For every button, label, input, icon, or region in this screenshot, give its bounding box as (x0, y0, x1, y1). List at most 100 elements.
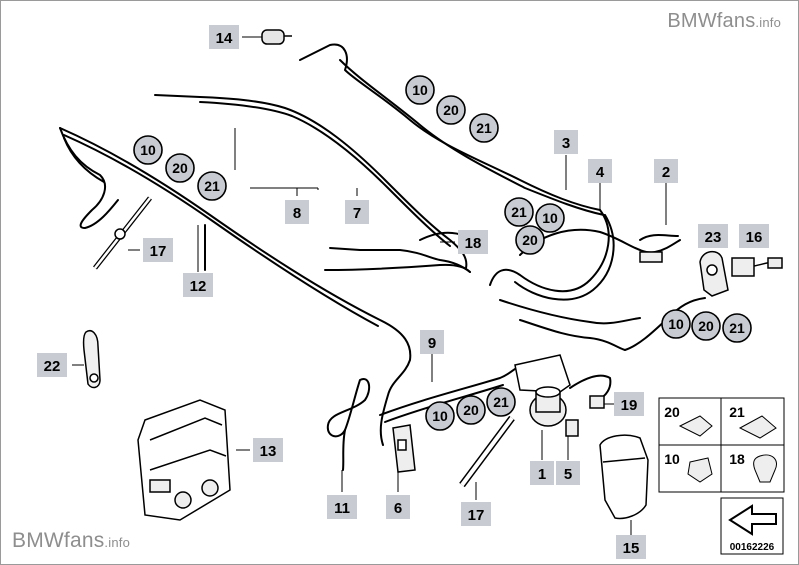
label-box (739, 224, 769, 248)
legend-label-c10: 10 (664, 451, 680, 467)
part-1-pump (514, 354, 571, 427)
ref-circle-text: 21 (493, 394, 509, 410)
ref-circle (469, 113, 499, 143)
ref-circle-text: 21 (204, 178, 220, 194)
label-box (327, 495, 357, 519)
legend-label-c20: 20 (664, 404, 680, 420)
part-label-5: 5 (556, 461, 580, 485)
label-text: 17 (468, 507, 485, 524)
part-label-18: 18 (458, 230, 488, 254)
part-label-4: 4 (588, 159, 612, 183)
grommet-18-icon (753, 454, 777, 483)
label-text: 6 (394, 500, 402, 517)
part-label-2: 2 (654, 159, 678, 183)
part-22-valve (82, 330, 101, 389)
hose-cluster-1 (489, 209, 610, 293)
label-box (143, 238, 173, 262)
label-text: 22 (44, 358, 61, 375)
ref-circle (456, 395, 486, 425)
part-label-16: 16 (739, 224, 769, 248)
label-text: 14 (216, 30, 233, 47)
diagram-id: 00162226 (730, 542, 775, 553)
legend-box (658, 397, 785, 555)
ref-circle-text: 21 (729, 320, 745, 336)
ref-circle-text: 10 (668, 316, 684, 332)
part-14-connector (261, 29, 292, 45)
hose-long-left-inner (63, 134, 379, 327)
part-16-sensor (731, 257, 783, 277)
label-box (345, 200, 369, 224)
label-text: 3 (562, 135, 570, 152)
hose-left-loop-2 (63, 137, 105, 183)
part-label-7: 7 (345, 200, 369, 224)
label-text: 2 (662, 164, 670, 181)
ref-circle-text: 20 (443, 102, 459, 118)
label-box (420, 330, 444, 354)
part-label-11: 11 (327, 495, 357, 519)
label-box (386, 495, 410, 519)
part-label-23: 23 (698, 224, 728, 248)
label-text: 11 (334, 500, 350, 517)
ref-circle (425, 401, 455, 431)
hose-cluster-5 (519, 319, 626, 351)
part-5-connector (565, 419, 579, 437)
ref-circle (722, 313, 752, 343)
label-text: 8 (293, 205, 301, 222)
ref-circle-text: 10 (412, 82, 428, 98)
label-text: 13 (260, 443, 277, 460)
ref-circle (535, 203, 565, 233)
label-text: 7 (353, 205, 361, 222)
ref-circle-text: 20 (698, 318, 714, 334)
ref-circle (515, 225, 545, 255)
hose-11-tail (342, 429, 346, 471)
label-box (614, 392, 644, 416)
hose-9 (379, 365, 521, 416)
ref-circle-text: 20 (172, 160, 188, 176)
part-label-12: 12 (183, 273, 213, 297)
hose-right-2 (639, 234, 679, 241)
part-15-reservoir (599, 434, 649, 520)
label-box (209, 25, 239, 49)
label-box (588, 159, 612, 183)
ref-circle (504, 197, 534, 227)
label-text: 4 (596, 164, 605, 181)
ref-circle-text: 10 (432, 408, 448, 424)
label-text: 1 (538, 466, 546, 483)
part-label-17b: 17 (461, 502, 491, 526)
hose-top-right (299, 43, 601, 211)
label-text: 5 (564, 466, 572, 483)
label-text: 15 (623, 540, 640, 557)
ref-circle-text: 20 (522, 232, 538, 248)
ref-circle (197, 171, 227, 201)
ref-circle-text: 21 (511, 204, 527, 220)
part-label-9: 9 (420, 330, 444, 354)
arrow-icon (728, 504, 777, 536)
label-box (458, 230, 488, 254)
components (82, 29, 783, 521)
label-box (654, 159, 678, 183)
watermark-bottom: BMWfans.info (12, 529, 130, 552)
clip-10-icon (687, 457, 713, 483)
part-label-17a: 17 (143, 238, 173, 262)
part-label-15: 15 (616, 535, 646, 559)
ref-circle (661, 309, 691, 339)
hose-cluster-4 (499, 299, 641, 325)
hoses (59, 43, 706, 471)
part-17-strut-upper (93, 196, 152, 270)
label-box (698, 224, 728, 248)
label-box (554, 130, 578, 154)
label-box (37, 353, 67, 377)
hose-upper-middle (154, 94, 468, 269)
label-box (556, 461, 580, 485)
label-box (183, 273, 213, 297)
clip-21-icon (738, 415, 777, 439)
ref-circle-text: 10 (140, 142, 156, 158)
label-text: 9 (428, 335, 436, 352)
